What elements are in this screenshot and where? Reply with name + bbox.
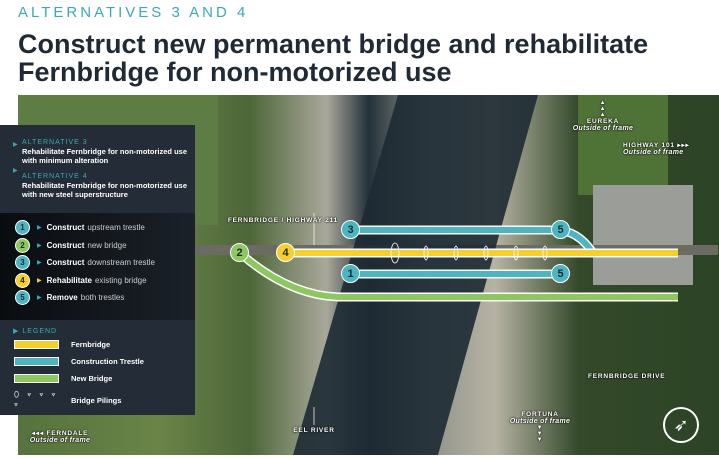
step-verb: Construct [46,257,85,267]
up-arrows-icon: ▲▲▲ [599,100,607,118]
step-text: both trestles [80,292,125,302]
pilings-icon: ⬯ ▿ ▿ ▿ ▿ [14,390,59,409]
alt4-label: ALTERNATIVE 4 [22,173,88,180]
down-arrows-icon: ▼▼▼ [536,425,544,443]
alt4-desc: Rehabilitate Fernbridge for non-motorize… [22,181,188,199]
north-compass-icon: ➶ [663,407,699,443]
swatch [14,357,59,366]
field [578,95,668,195]
highway-101-label: HIGHWAY 101 ▸▸▸Outside of frame [623,142,690,156]
legend-new-bridge: New Bridge [14,374,112,383]
alt3-label: ALTERNATIVE 3 [22,139,88,146]
legend-title: ▶ LEGEND [13,328,58,335]
section-kicker: ALTERNATIVES 3 AND 4 [18,4,249,21]
step-number: 2 [15,237,30,253]
badge-step-4: 4 [276,243,295,262]
legend-fernbridge: Fernbridge [14,340,110,349]
arrow-icon: ▶ [13,168,18,174]
badge-step-5: 5 [551,220,570,239]
fernbridge-highway-label: FERNBRIDGE / HIGHWAY 211 [227,217,339,224]
step-number: 5 [15,289,30,305]
badge-step-2: 2 [230,243,249,262]
step-verb: Remove [46,292,78,302]
step-text: upstream trestle [87,222,145,232]
eel-river-label: EEL RIVER [293,427,335,434]
step-text: downstream trestle [87,257,155,267]
right-arrows-icon: ▸▸▸ [677,142,690,149]
badge-step-3: 3 [341,220,360,239]
swatch [14,374,59,383]
page-title: Construct new permanent bridge and rehab… [18,29,649,87]
buildings-area [593,185,693,285]
left-arrows-icon: ◂◂◂ [31,430,44,437]
step-verb: Rehabilitate [46,275,92,285]
step-verb: Construct [46,240,85,250]
bridge-pilings [390,242,548,264]
steps-band [0,213,195,320]
badge-step-1: 1 [341,264,360,283]
step-text: existing bridge [94,275,147,285]
fernbridge-drive-label: FERNBRIDGE DRIVE [588,373,666,380]
badge-step-5: 5 [551,264,570,283]
step-number: 1 [15,219,30,235]
alt3-desc: Rehabilitate Fernbridge for non-motorize… [22,147,188,165]
step-number: 4 [15,272,30,288]
new-bridge-line [238,250,678,300]
arrow-icon: ▶ [13,142,18,148]
step-number: 3 [15,254,30,270]
legend-pilings: ⬯ ▿ ▿ ▿ ▿Bridge Pilings [14,390,122,409]
swatch [14,340,59,349]
step-text: new bridge [87,240,127,250]
step-verb: Construct [46,222,85,232]
info-panel: ▶ ALTERNATIVE 3 Rehabilitate Fernbridge … [0,125,195,415]
legend-trestle: Construction Trestle [14,357,144,366]
